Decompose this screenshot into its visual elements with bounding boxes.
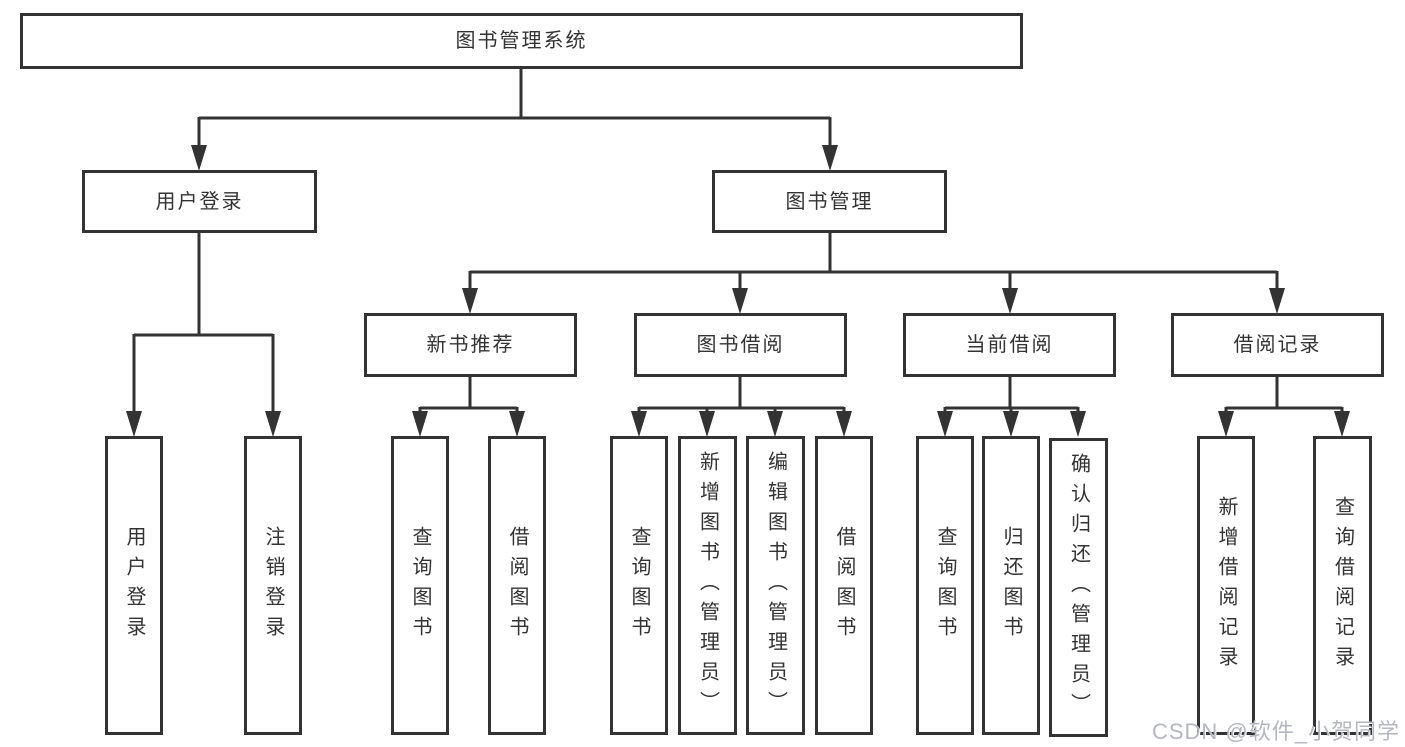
leaf-edit-book-admin: 编辑图书（管理员）	[746, 436, 805, 735]
watermark: CSDN @软件_小贺同学	[1151, 719, 1400, 744]
node-book-management: 图书管理	[712, 170, 947, 233]
leaf-add-borrow-record: 新增借阅记录	[1197, 436, 1255, 735]
leaf-logout: 注销登录	[244, 436, 302, 735]
node-current-borrow: 当前借阅	[903, 313, 1116, 377]
node-book-borrow: 图书借阅	[634, 313, 847, 377]
leaf-borrow-book-1: 借阅图书	[488, 436, 546, 735]
leaf-borrow-book-2: 借阅图书	[815, 436, 873, 735]
leaf-query-book-2: 查询图书	[610, 436, 668, 735]
leaf-user-login: 用户登录	[105, 436, 163, 735]
leaf-query-book-3: 查询图书	[916, 436, 974, 735]
arrowheads	[126, 145, 1350, 437]
node-new-book-recommend: 新书推荐	[364, 313, 577, 377]
leaf-query-borrow-record: 查询借阅记录	[1313, 436, 1372, 735]
node-root: 图书管理系统	[20, 13, 1023, 69]
leaf-confirm-return-admin: 确认归还（管理员）	[1049, 438, 1108, 737]
leaf-add-book-admin: 新增图书（管理员）	[678, 436, 737, 735]
node-user-login: 用户登录	[82, 170, 317, 233]
leaf-return-book: 归还图书	[982, 436, 1040, 735]
node-borrow-record: 借阅记录	[1171, 313, 1384, 377]
leaf-query-book-1: 查询图书	[391, 436, 449, 735]
